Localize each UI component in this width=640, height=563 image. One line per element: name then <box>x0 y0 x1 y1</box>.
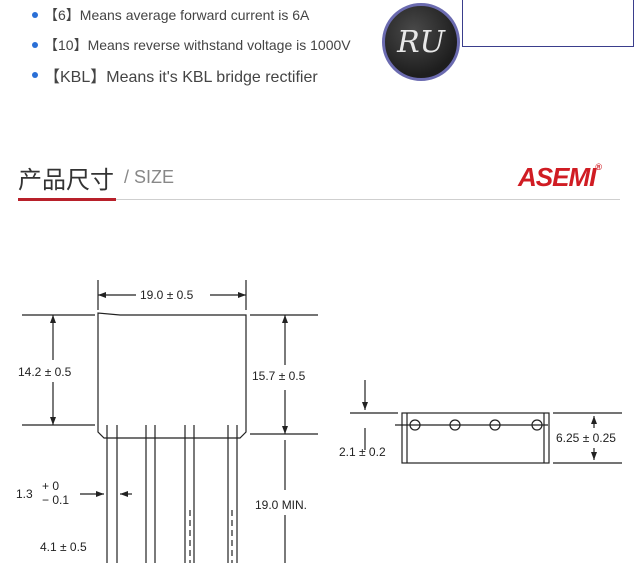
width-label: 19.0 ± 0.5 <box>140 288 194 302</box>
brand-logo: ASEMI® <box>518 162 602 192</box>
feature-list: 【6】Means average forward current is 6A 【… <box>32 0 351 90</box>
pitch-label: 4.1 ± 0.5 <box>40 540 87 554</box>
depth-label: 6.25 ± 0.25 <box>556 431 616 445</box>
body-outline <box>97 312 247 439</box>
list-item: 【10】Means reverse withstand voltage is 1… <box>32 30 351 60</box>
divider <box>18 199 620 200</box>
section-subtitle: / SIZE <box>124 167 175 187</box>
section-title: 产品尺寸 <box>18 166 114 194</box>
product-image-frame <box>462 0 634 47</box>
divider-accent <box>18 198 116 201</box>
bullet-dot-icon <box>32 42 38 48</box>
dimension-drawing: 19.0 ± 0.5 14.2 ± 0.5 15.7 ± 0.5 19.0 MI… <box>16 280 622 563</box>
lead-width-label: 1.3 <box>16 487 33 501</box>
lead-length-label: 19.0 MIN. <box>255 498 307 512</box>
body-height-label: 14.2 ± 0.5 <box>18 365 72 379</box>
list-item: 【6】Means average forward current is 6A <box>32 0 351 30</box>
list-item: 【KBL】Means it's KBL bridge rectifier <box>32 60 351 90</box>
lead-tol-minus: − 0.1 <box>42 493 69 507</box>
total-height-label: 15.7 ± 0.5 <box>252 369 306 383</box>
certification-badge-icon: RU <box>382 3 460 81</box>
thickness-label: 2.1 ± 0.2 <box>339 445 386 459</box>
section-header: 产品尺寸 / SIZE ASEMI® <box>18 158 620 202</box>
bullet-dot-icon <box>32 12 38 18</box>
bullet-dot-icon <box>32 72 38 78</box>
lead-tol-plus: + 0 <box>42 479 59 493</box>
